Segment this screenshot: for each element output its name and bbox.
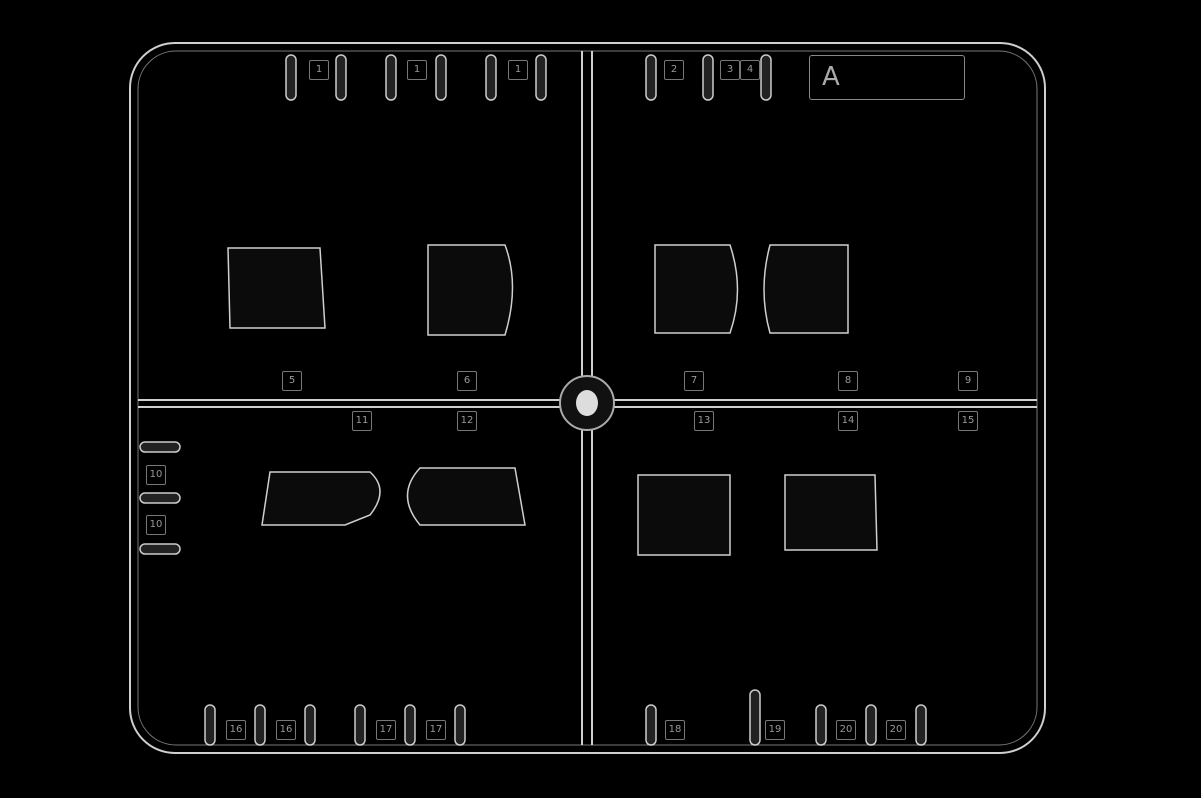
sprue-letter: A bbox=[822, 62, 840, 92]
part-number: 16 bbox=[226, 720, 246, 740]
part-number: 7 bbox=[684, 371, 704, 391]
part-number: 4 bbox=[740, 60, 760, 80]
part-number: 20 bbox=[886, 720, 906, 740]
part-number: 8 bbox=[838, 371, 858, 391]
sprue-code-plate: A bbox=[809, 55, 965, 100]
outer-frame bbox=[129, 42, 1046, 754]
part-number: 1 bbox=[508, 60, 528, 80]
part-number: 2 bbox=[664, 60, 684, 80]
part-number: 1 bbox=[309, 60, 329, 80]
part-number: 17 bbox=[376, 720, 396, 740]
part-number: 10 bbox=[146, 465, 166, 485]
part-number: 15 bbox=[958, 411, 978, 431]
part-number: 19 bbox=[765, 720, 785, 740]
small-parts bbox=[139, 54, 927, 746]
canopy-parts bbox=[227, 244, 878, 556]
part-number: 1 bbox=[407, 60, 427, 80]
part-number: 18 bbox=[665, 720, 685, 740]
part-number: 5 bbox=[282, 371, 302, 391]
part-number: 14 bbox=[838, 411, 858, 431]
part-number: 10 bbox=[146, 515, 166, 535]
part-number: 13 bbox=[694, 411, 714, 431]
part-number: 12 bbox=[457, 411, 477, 431]
part-number: 17 bbox=[426, 720, 446, 740]
part-number: 6 bbox=[457, 371, 477, 391]
part-number: 16 bbox=[276, 720, 296, 740]
part-number: 9 bbox=[958, 371, 978, 391]
part-number: 20 bbox=[836, 720, 856, 740]
part-number: 3 bbox=[720, 60, 740, 80]
part-number: 11 bbox=[352, 411, 372, 431]
